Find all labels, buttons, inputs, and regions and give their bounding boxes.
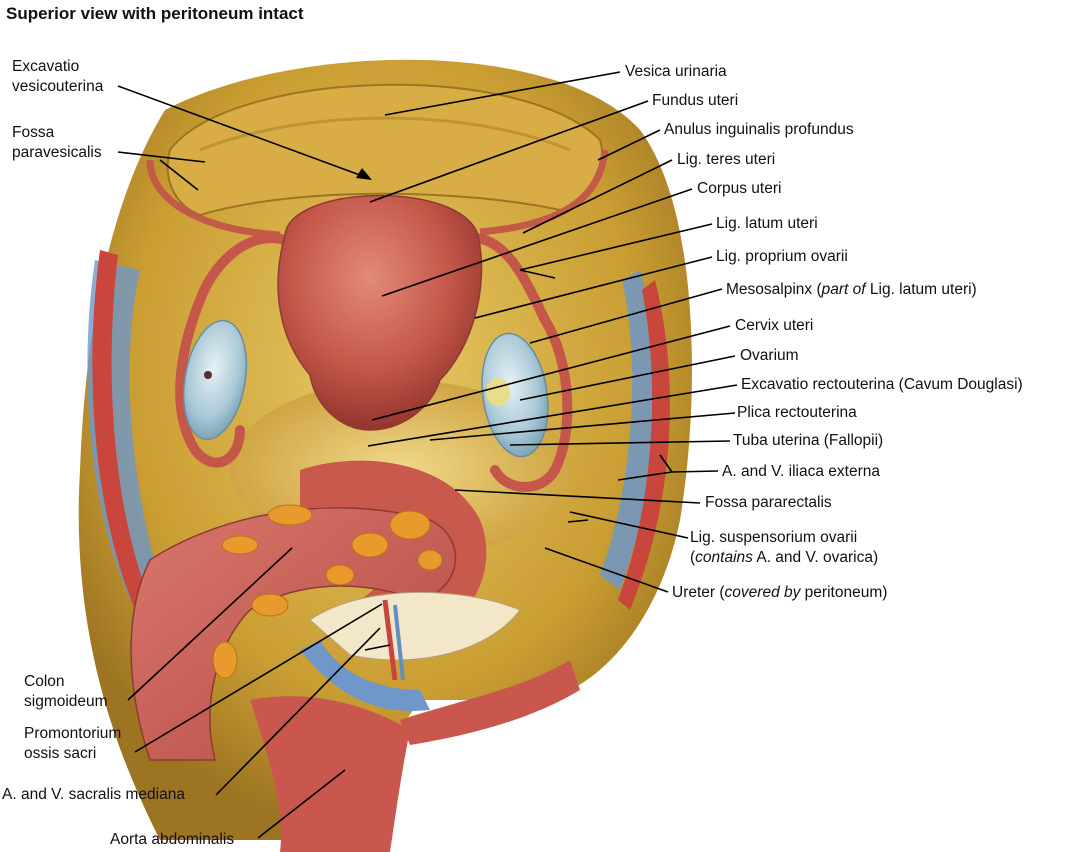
- label-italic: part of: [821, 281, 866, 298]
- leader-pararectalis: [454, 489, 701, 504]
- tuba-uterina-right: [470, 233, 573, 492]
- label-corpus-uteri: Corpus uteri: [697, 180, 782, 197]
- leader-plica: [429, 412, 736, 441]
- leader-latum-b: [519, 269, 556, 279]
- label-promontorium: Promontorium ossis sacri: [24, 724, 121, 764]
- leader-promontorium: [134, 603, 383, 753]
- lig-teres-right: [479, 149, 609, 236]
- label-line: Promontorium: [24, 725, 122, 742]
- leader-ureter: [544, 547, 669, 593]
- label-line: ossis sacri: [24, 745, 97, 762]
- label-part: A. and V. ovarica): [752, 549, 879, 566]
- leader-sacralis-b: [364, 644, 391, 651]
- label-part: Mesosalpinx (: [726, 281, 822, 298]
- blue-fold: [300, 640, 430, 711]
- label-plica-rectouterina: Plica rectouterina: [737, 404, 857, 421]
- leader-proprium: [474, 256, 713, 319]
- figure-title: Superior view with peritoneum intact: [6, 4, 304, 23]
- label-vesica-urinaria: Vesica urinaria: [625, 63, 727, 80]
- label-aorta-abdominalis: Aorta abdominalis: [110, 831, 235, 848]
- label-part: Ureter (: [672, 584, 725, 601]
- arrowhead-vesicouterina: [356, 168, 372, 180]
- label-lig-latum: Lig. latum uteri: [716, 215, 818, 232]
- label-tuba-uterina: Tuba uterina (Fallopii): [733, 432, 884, 449]
- sacral-vessels: [382, 599, 398, 681]
- label-sacralis-mediana: A. and V. sacralis mediana: [2, 786, 185, 803]
- label-part: Lig. latum uteri): [865, 281, 977, 298]
- label-iliaca-externa: A. and V. iliaca externa: [722, 463, 880, 480]
- leader-iliaca-a: [659, 454, 673, 473]
- sacral-vein: [393, 604, 405, 681]
- label-colon-sigmoideum: Colon sigmoideum: [24, 672, 108, 712]
- leader-mesosalpinx: [529, 288, 723, 344]
- label-line: paravesicalis: [12, 144, 102, 161]
- leader-latum: [519, 223, 713, 271]
- label-anulus-inguinalis: Anulus inguinalis profundus: [664, 121, 854, 138]
- leader-iliaca: [671, 470, 719, 473]
- label-fossa-paravesicalis: Fossa paravesicalis: [12, 123, 102, 163]
- label-cervix-uteri: Cervix uteri: [735, 317, 814, 334]
- label-line: Lig. suspensorium ovarii: [690, 529, 858, 546]
- leader-iliaca-b: [617, 471, 673, 481]
- label-fossa-pararectalis: Fossa pararectalis: [705, 494, 832, 511]
- leader-corpus: [381, 188, 693, 297]
- label-lig-suspensorium: Lig. suspensorium ovarii (contains A. an…: [690, 528, 878, 568]
- label-line: Colon: [24, 673, 65, 690]
- ovarium-right: [481, 332, 549, 458]
- colon-sigmoideum: [130, 507, 457, 761]
- leader-anulus: [597, 129, 661, 161]
- lig-teres-left: [146, 159, 281, 239]
- label-lig-teres: Lig. teres uteri: [677, 151, 776, 168]
- label-part: peritoneum): [800, 584, 888, 601]
- ovary-spot: [204, 371, 212, 379]
- left-iliac-vessel: [92, 250, 150, 610]
- bladder-fold: [199, 116, 571, 152]
- leader-fossa-paravesicalis-b: [159, 159, 199, 191]
- leader-fossa-paravesicalis-a: [117, 151, 206, 163]
- corpus-luteum: [486, 378, 510, 406]
- leader-lines: [117, 71, 738, 839]
- leader-cervix: [371, 325, 731, 421]
- leader-suspensorium: [569, 511, 689, 539]
- leader-teres: [522, 159, 673, 234]
- ovarium-left: [182, 319, 248, 441]
- label-fundus-uteri: Fundus uteri: [652, 92, 739, 109]
- leader-ovarium: [519, 355, 736, 401]
- leader-fundus: [369, 100, 649, 203]
- label-line: vesicouterina: [12, 78, 104, 95]
- label-line: Fossa: [12, 124, 55, 141]
- right-iliac-vessel: [618, 280, 670, 610]
- iliac-communis-right: [400, 660, 580, 745]
- label-italic: contains: [695, 549, 753, 566]
- leader-vesica: [384, 71, 621, 116]
- label-ovarium: Ovarium: [740, 347, 799, 364]
- leader-tuba: [509, 440, 731, 446]
- label-excavatio-vesicouterina: Excavatio vesicouterina: [12, 57, 103, 97]
- label-italic: covered by: [724, 584, 801, 601]
- leader-sacralis: [215, 627, 381, 796]
- appendices-epiploicae: [212, 504, 443, 679]
- leader-excavatio-vesicouterina: [117, 85, 369, 179]
- corpus-uteri: [277, 194, 483, 431]
- label-excavatio-rectouterina: Excavatio rectouterina (Cavum Douglasi): [741, 376, 1023, 393]
- label-line: Excavatio: [12, 58, 80, 75]
- label-ureter: Ureter (covered by peritoneum): [672, 583, 887, 603]
- leader-aorta: [257, 769, 346, 839]
- label-line: (contains A. and V. ovarica): [690, 548, 878, 568]
- promontorium: [309, 591, 521, 661]
- leader-suspensorium-b: [567, 519, 589, 523]
- label-lig-proprium: Lig. proprium ovarii: [716, 248, 848, 265]
- label-part: (: [690, 549, 696, 566]
- leader-excavatio-rectouterina: [367, 384, 738, 447]
- label-mesosalpinx: Mesosalpinx (part of Lig. latum uteri): [726, 280, 977, 300]
- label-line: sigmoideum: [24, 693, 108, 710]
- leader-colon: [127, 547, 293, 701]
- tuba-uterina-left: [175, 233, 290, 468]
